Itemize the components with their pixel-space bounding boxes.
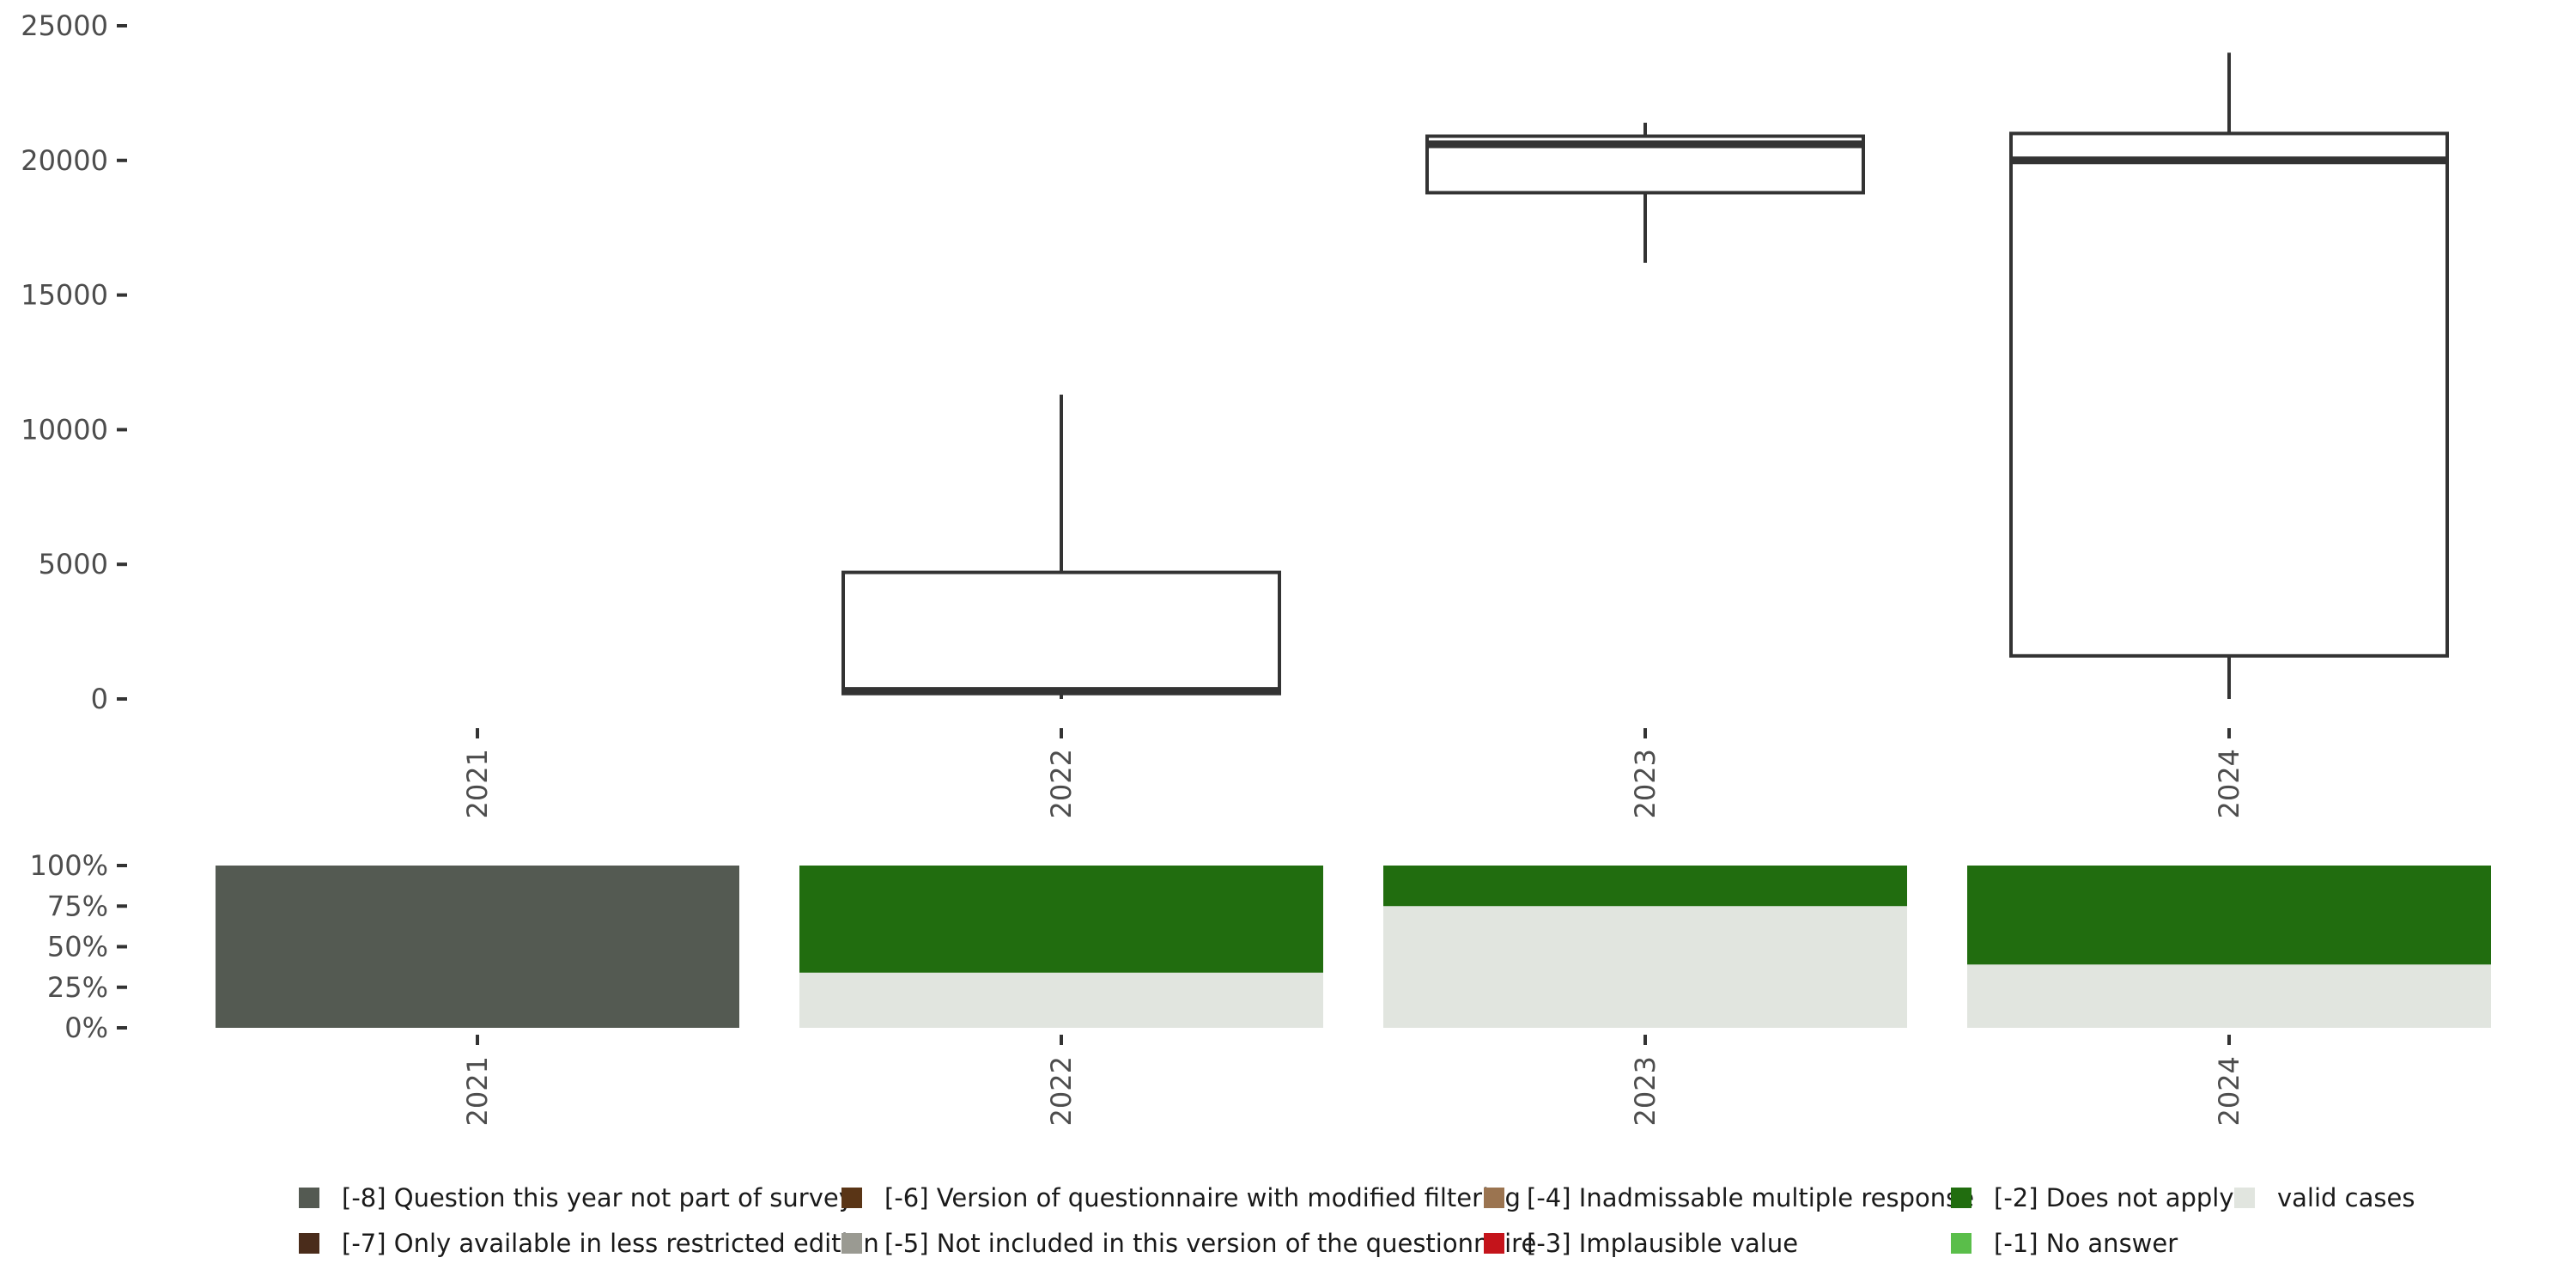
box-2022: [841, 394, 1281, 699]
bar-segment-2022: [799, 972, 1323, 1028]
bar-segment-2024: [1967, 964, 2491, 1028]
legend-label: [-2] Does not apply: [1994, 1183, 2234, 1212]
boxplot-x-tick-label: 2021: [461, 749, 494, 818]
legend: [-8] Question this year not part of surv…: [299, 1183, 2415, 1258]
boxplot-x-tick-label: 2024: [2213, 749, 2245, 818]
boxplot-x-tick-label: 2022: [1045, 749, 1078, 818]
legend-label: [-1] No answer: [1994, 1229, 2178, 1258]
bar-segment-2023: [1383, 866, 1907, 907]
legend-label: [-5] Not included in this version of the…: [884, 1229, 1536, 1258]
iqr-box: [2009, 131, 2449, 658]
boxplot-y-tick-label: 5000: [39, 548, 108, 580]
boxplot-x-axis: 2021 2022 2023 2024: [461, 728, 2245, 818]
stacked-y-tick-label: 25%: [47, 971, 108, 1004]
legend-label: [-8] Question this year not part of surv…: [342, 1183, 854, 1212]
legend-item: [-8] Question this year not part of surv…: [299, 1183, 854, 1212]
legend-label: valid cases: [2277, 1183, 2415, 1212]
stacked-y-tick-label: 100%: [30, 849, 108, 882]
legend-swatch: [1484, 1188, 1504, 1208]
legend-swatch: [1951, 1188, 1971, 1208]
boxplot-y-tick-label: 20000: [21, 144, 108, 177]
stacked-x-tick-label: 2022: [1045, 1056, 1078, 1126]
boxplot-x-tick-label: 2023: [1629, 749, 1662, 818]
boxplot-boxes: [841, 52, 2449, 699]
boxplot-y-tick-label: 10000: [21, 413, 108, 446]
boxplot-y-tick-label: 0: [91, 683, 108, 715]
legend-item: [-2] Does not apply: [1951, 1183, 2234, 1212]
boxplot-y-tick-label: 25000: [21, 9, 108, 42]
bar-segment-2021: [216, 866, 739, 1028]
stacked-y-tick-label: 0%: [64, 1012, 108, 1044]
legend-swatch: [2234, 1188, 2255, 1208]
legend-label: [-3] Implausible value: [1527, 1229, 1798, 1258]
legend-label: [-6] Version of questionnaire with modif…: [884, 1183, 1521, 1212]
bar-segment-2022: [799, 866, 1323, 973]
bar-segment-2023: [1383, 906, 1907, 1028]
boxplot-y-tick-label: 15000: [21, 279, 108, 312]
legend-label: [-4] Inadmissable multiple response: [1527, 1183, 1974, 1212]
legend-item: [-1] No answer: [1951, 1229, 2178, 1258]
bar-segment-2024: [1967, 866, 2491, 965]
stacked-bars: [216, 866, 2491, 1028]
stacked-y-tick-label: 50%: [47, 931, 108, 963]
legend-item: [-7] Only available in less restricted e…: [299, 1229, 879, 1258]
stacked-x-axis: 2021 2022 2023 2024: [461, 1035, 2245, 1126]
legend-swatch: [299, 1233, 319, 1254]
stacked-x-tick-label: 2023: [1629, 1056, 1662, 1126]
legend-swatch: [299, 1188, 319, 1208]
stacked-y-axis: 0% 25% 50% 75% 100%: [30, 849, 127, 1044]
legend-swatch: [1484, 1233, 1504, 1254]
legend-item: [-3] Implausible value: [1484, 1229, 1798, 1258]
legend-item: [-6] Version of questionnaire with modif…: [841, 1183, 1521, 1212]
iqr-box: [841, 570, 1281, 696]
box-2023: [1425, 122, 1865, 263]
stacked-x-tick-label: 2021: [461, 1056, 494, 1126]
legend-label: [-7] Only available in less restricted e…: [342, 1229, 879, 1258]
stacked-x-tick-label: 2024: [2213, 1056, 2245, 1126]
legend-swatch: [841, 1233, 862, 1254]
legend-item: [-4] Inadmissable multiple response: [1484, 1183, 1974, 1212]
legend-swatch: [1951, 1233, 1971, 1254]
legend-item: valid cases: [2234, 1183, 2415, 1212]
boxplot-y-axis: 0 5000 10000 15000 20000 25000: [21, 9, 127, 715]
legend-swatch: [841, 1188, 862, 1208]
stacked-y-tick-label: 75%: [47, 890, 108, 922]
legend-item: [-5] Not included in this version of the…: [841, 1229, 1536, 1258]
box-2024: [2009, 52, 2449, 699]
